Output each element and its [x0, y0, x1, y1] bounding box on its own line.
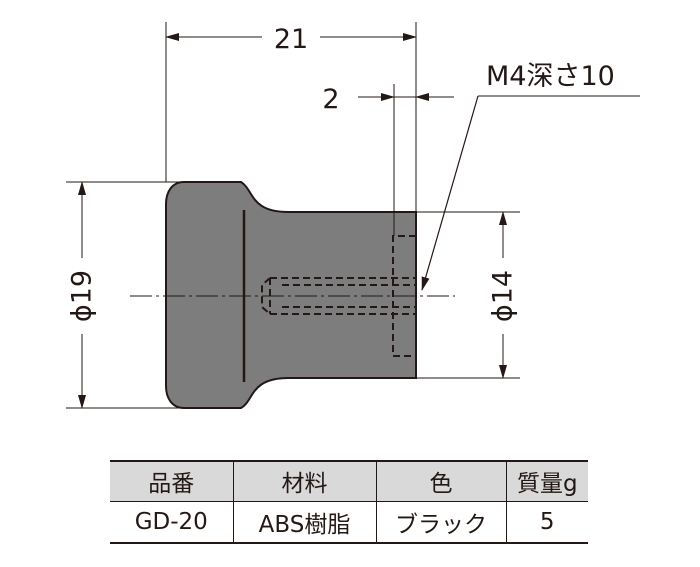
header-mass: 質量g [505, 460, 588, 502]
header-material: 材料 [232, 460, 377, 502]
dimension-phi14-label: ϕ14 [488, 270, 519, 322]
header-part-number: 品番 [110, 460, 234, 502]
dimension-flange-offset: 2 [322, 84, 454, 115]
dimension-phi19-label: ϕ19 [67, 270, 98, 322]
dimension-21-label: 21 [274, 24, 308, 55]
spec-table-header-row: 品番 材料 色 質量g [110, 460, 588, 502]
thread-callout: M4深さ10 [421, 61, 640, 291]
dimension-diameter-small: ϕ14 [488, 211, 519, 379]
header-color: 色 [375, 460, 507, 502]
cell-color: ブラック [375, 500, 507, 544]
spec-table: 品番 材料 色 質量g GD-20 ABS樹脂 ブラック 5 [110, 460, 588, 544]
hidden-recess [392, 235, 416, 357]
table-row: GD-20 ABS樹脂 ブラック 5 [110, 500, 588, 544]
knob-body [165, 181, 417, 409]
cell-part-number: GD-20 [110, 500, 234, 544]
thread-callout-label: M4深さ10 [486, 61, 615, 92]
dimension-2-label: 2 [322, 84, 339, 115]
dimension-diameter-large: ϕ19 [67, 181, 98, 409]
dimension-total-length: 21 [165, 24, 417, 55]
cell-mass: 5 [505, 500, 588, 544]
cell-material: ABS樹脂 [232, 500, 377, 544]
